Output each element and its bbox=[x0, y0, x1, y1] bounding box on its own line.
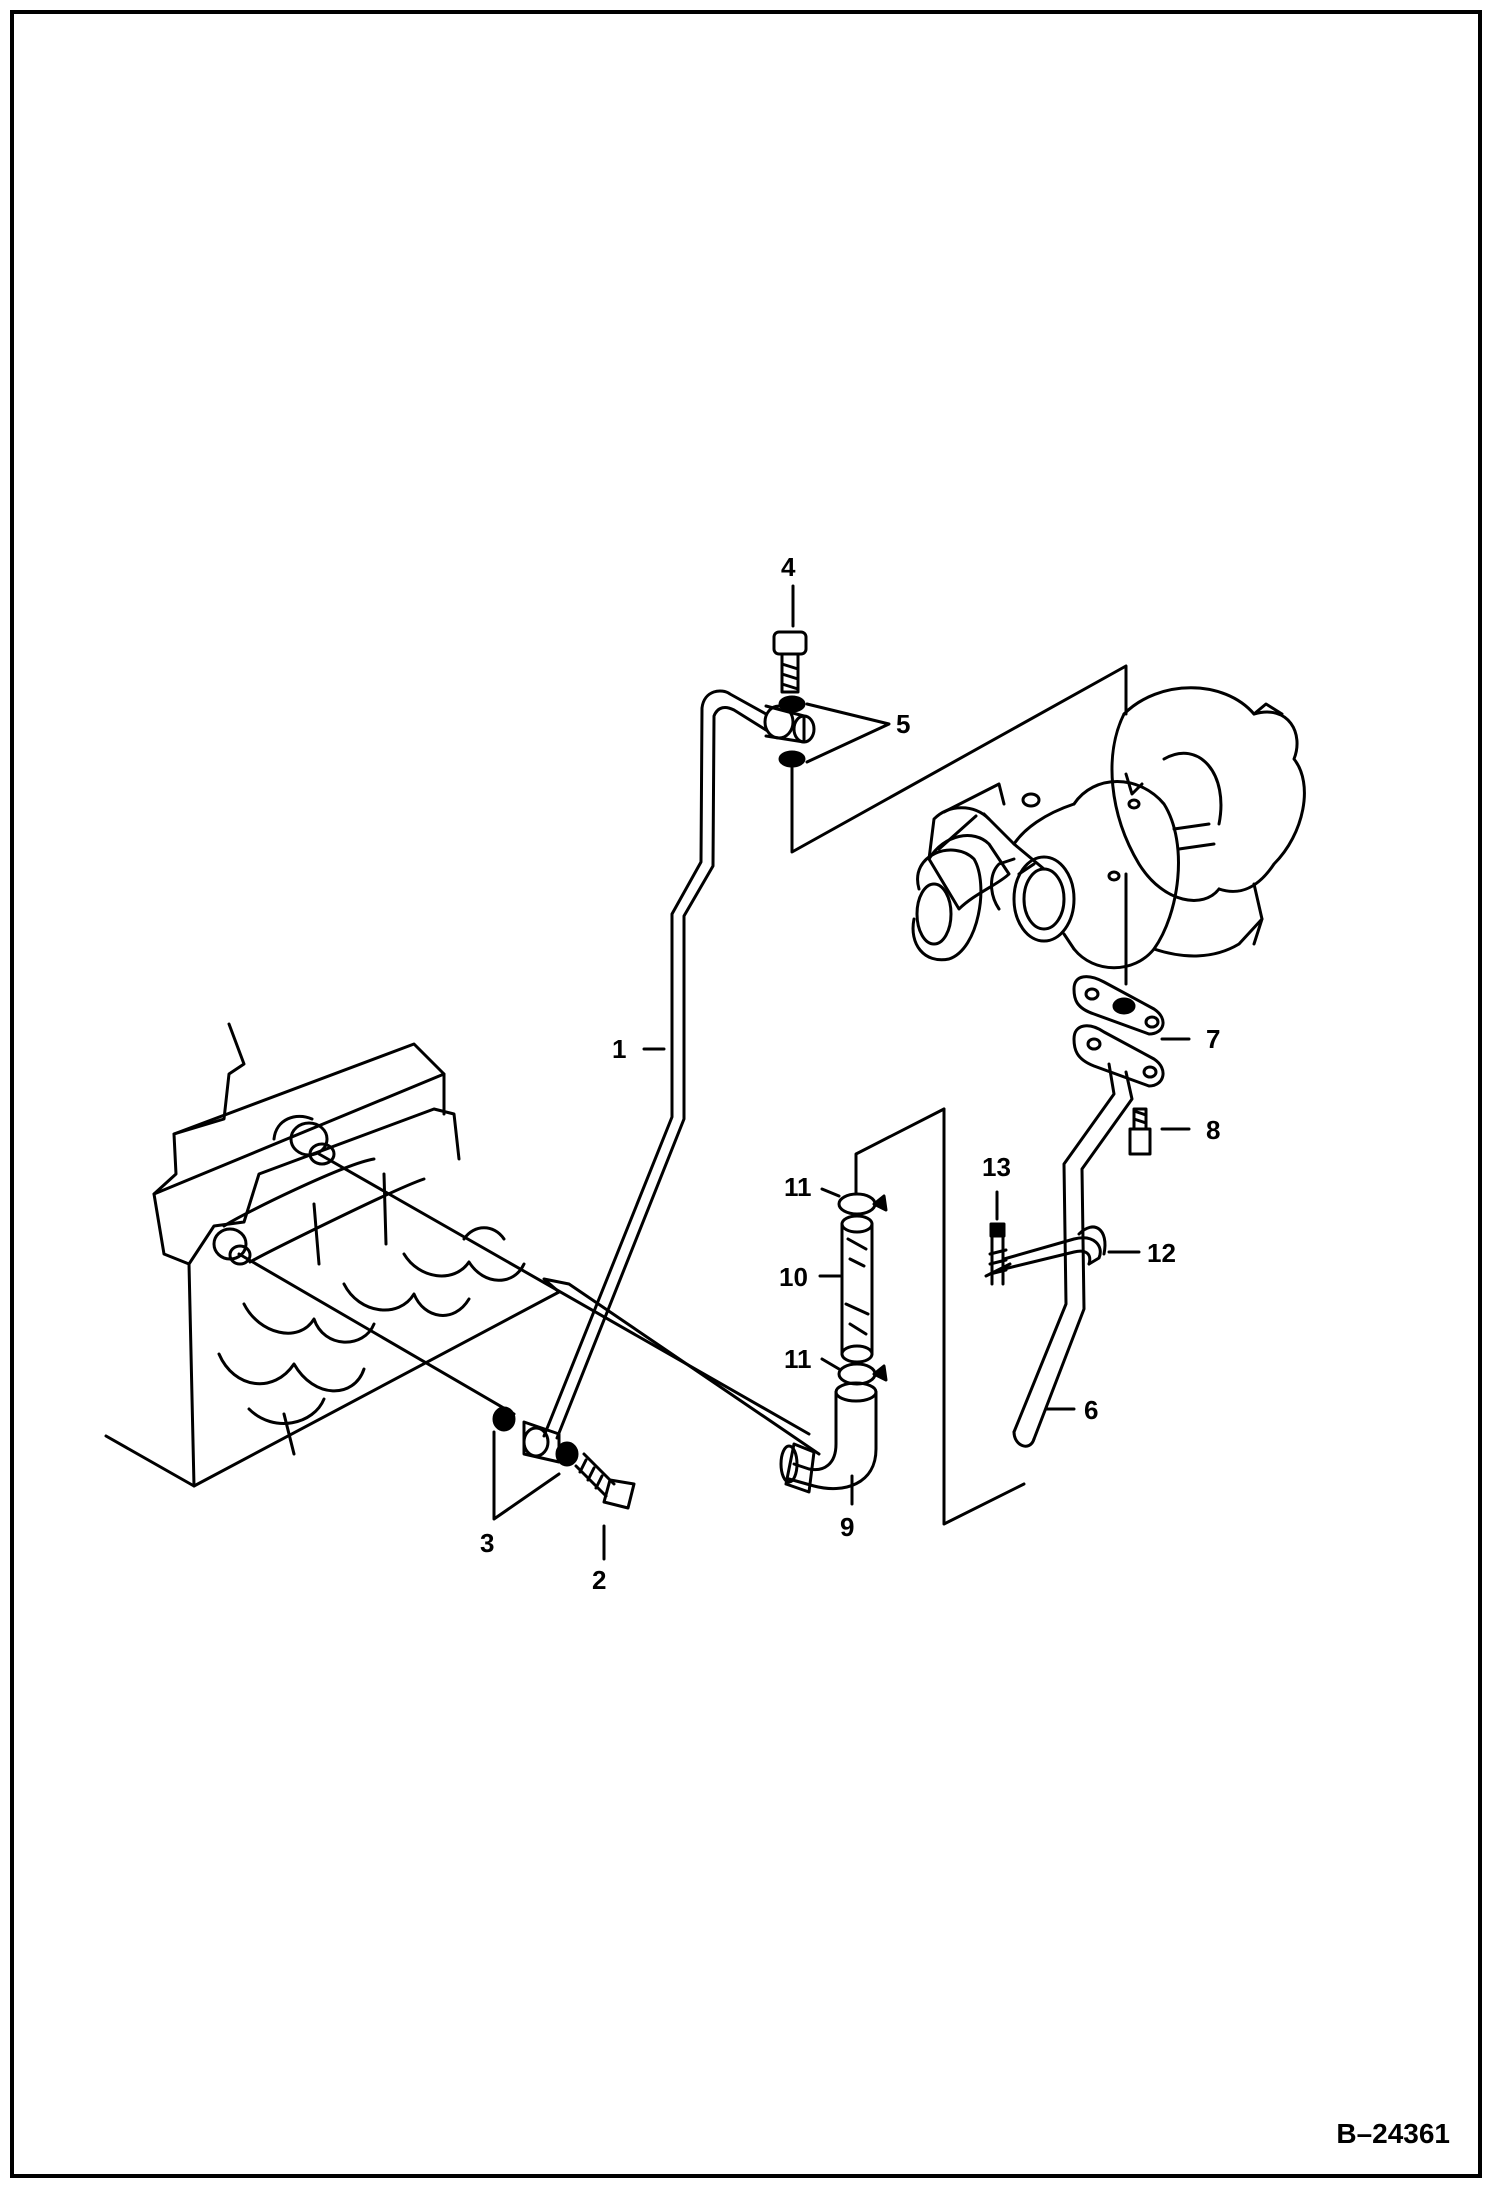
callout-2: 2 bbox=[592, 1565, 607, 1595]
callout-3: 3 bbox=[480, 1528, 495, 1558]
oil-drain-pipe bbox=[1012, 1062, 1134, 1448]
callout-10: 10 bbox=[779, 1262, 808, 1292]
figure-code: B–24361 bbox=[1336, 2118, 1450, 2149]
callout-11-lower: 11 bbox=[784, 1344, 812, 1374]
leader-block-port-upper bbox=[317, 1152, 811, 1436]
turbocharger bbox=[911, 686, 1306, 970]
lower-banjo-fitting bbox=[522, 1420, 561, 1464]
hose-clamp-upper bbox=[837, 1192, 888, 1216]
callout-1: 1 bbox=[612, 1034, 627, 1064]
callout-13: 13 bbox=[982, 1152, 1011, 1182]
oil-feed-pipe bbox=[542, 689, 768, 1440]
lower-washer-left bbox=[492, 1406, 516, 1432]
engine-block bbox=[104, 1022, 821, 1488]
callout-11-upper: 11 bbox=[784, 1172, 812, 1202]
leader-block-port-lower bbox=[237, 1252, 516, 1416]
lower-banjo-bolt bbox=[574, 1452, 636, 1510]
upper-banjo-bolt bbox=[772, 630, 808, 694]
upper-washer-top bbox=[778, 695, 806, 713]
callout-4: 4 bbox=[781, 552, 796, 582]
callout-12: 12 bbox=[1147, 1238, 1176, 1268]
drain-elbow bbox=[779, 1381, 878, 1494]
clamp-bolt bbox=[984, 1222, 1012, 1286]
callout-7: 7 bbox=[1206, 1024, 1221, 1054]
callout-5: 5 bbox=[896, 709, 911, 739]
callout-9: 9 bbox=[840, 1512, 855, 1542]
flange-bolt bbox=[1128, 1107, 1152, 1156]
turbocharger-oil-line-diagram bbox=[104, 584, 1306, 1561]
diagram-frame: 4 5 1 7 8 11 13 12 10 11 6 9 3 2 B–24361 bbox=[10, 10, 1482, 2178]
leader-5 bbox=[805, 702, 891, 764]
leader-hose-frame bbox=[942, 1107, 1026, 1526]
leader-11b bbox=[820, 1357, 841, 1371]
leader-11a bbox=[820, 1187, 841, 1198]
lower-washer-right bbox=[555, 1441, 579, 1467]
callout-6: 6 bbox=[1084, 1395, 1099, 1425]
leader-hose-top bbox=[854, 1107, 946, 1196]
upper-washer-bottom bbox=[778, 750, 806, 768]
pipe-clamp bbox=[1002, 1225, 1107, 1271]
hose-clamp-lower bbox=[837, 1362, 888, 1386]
drain-gasket bbox=[1072, 975, 1165, 1036]
drain-hose bbox=[840, 1214, 874, 1364]
leader-3 bbox=[492, 1430, 561, 1521]
callout-8: 8 bbox=[1206, 1115, 1221, 1145]
drain-flange bbox=[1072, 1024, 1165, 1088]
leader-turbo-frame bbox=[790, 664, 1128, 854]
